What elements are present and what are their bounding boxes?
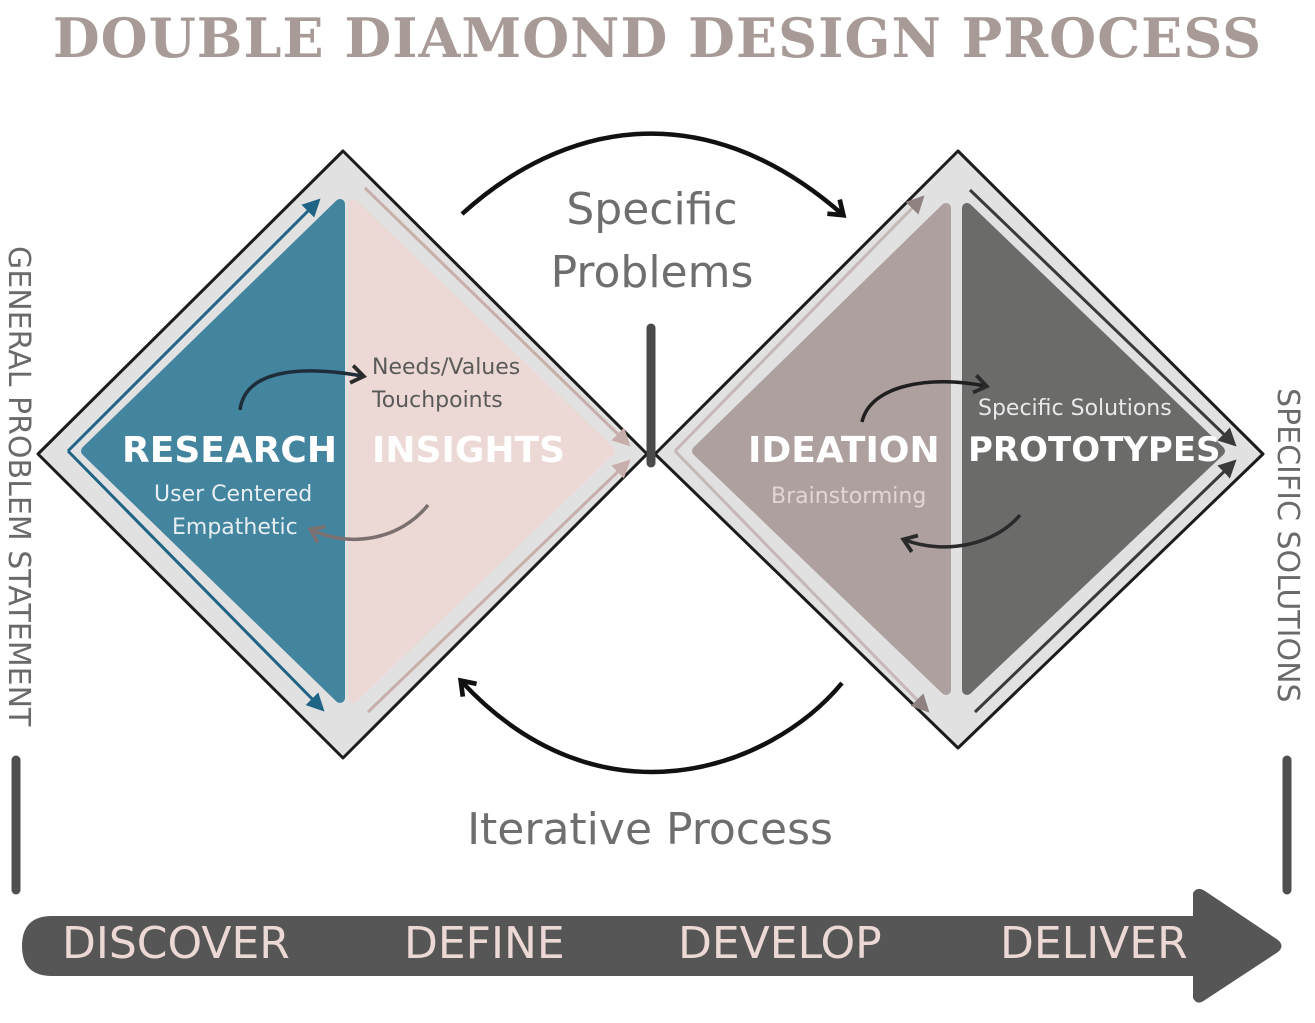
insights-quadrant xyxy=(348,199,615,703)
prototypes-title: PROTOTYPES xyxy=(968,430,1221,470)
forward-arc-arrow xyxy=(460,131,847,218)
prototypes-quadrant xyxy=(962,203,1225,695)
backward-arc-arrow xyxy=(457,677,844,775)
research-title: RESEARCH xyxy=(122,430,337,471)
phase-bar-arrow xyxy=(22,888,1282,1003)
research-quadrant xyxy=(81,199,345,703)
insights-title: INSIGHTS xyxy=(372,430,566,471)
ideation-title: IDEATION xyxy=(748,430,940,471)
page-title: DOUBLE DIAMOND DESIGN PROCESS xyxy=(52,6,1263,70)
research-sub1: User Centered xyxy=(154,482,313,507)
phase-discover: DISCOVER xyxy=(62,918,290,969)
right-side-label: SPECIFIC SOLUTIONS xyxy=(1270,388,1305,703)
phase-deliver: DELIVER xyxy=(1000,918,1188,969)
iterative-process-label: Iterative Process xyxy=(467,804,833,855)
ideation-quadrant xyxy=(692,203,951,695)
specific-problems-line1: Specific xyxy=(566,184,738,235)
right-diamond xyxy=(653,149,1265,750)
phase-develop: DEVELOP xyxy=(678,918,882,969)
insights-sub2: Touchpoints xyxy=(372,388,503,413)
left-diamond xyxy=(36,149,649,760)
insights-sub1: Needs/Values xyxy=(372,355,521,380)
left-side-label: GENERAL PROBLEM STATEMENT xyxy=(1,246,36,727)
phase-define: DEFINE xyxy=(404,918,565,969)
research-sub2: Empathetic xyxy=(172,515,298,540)
specific-problems-line2: Problems xyxy=(550,247,754,298)
prototypes-sub1: Specific Solutions xyxy=(978,396,1172,421)
ideation-sub1: Brainstorming xyxy=(771,484,927,509)
